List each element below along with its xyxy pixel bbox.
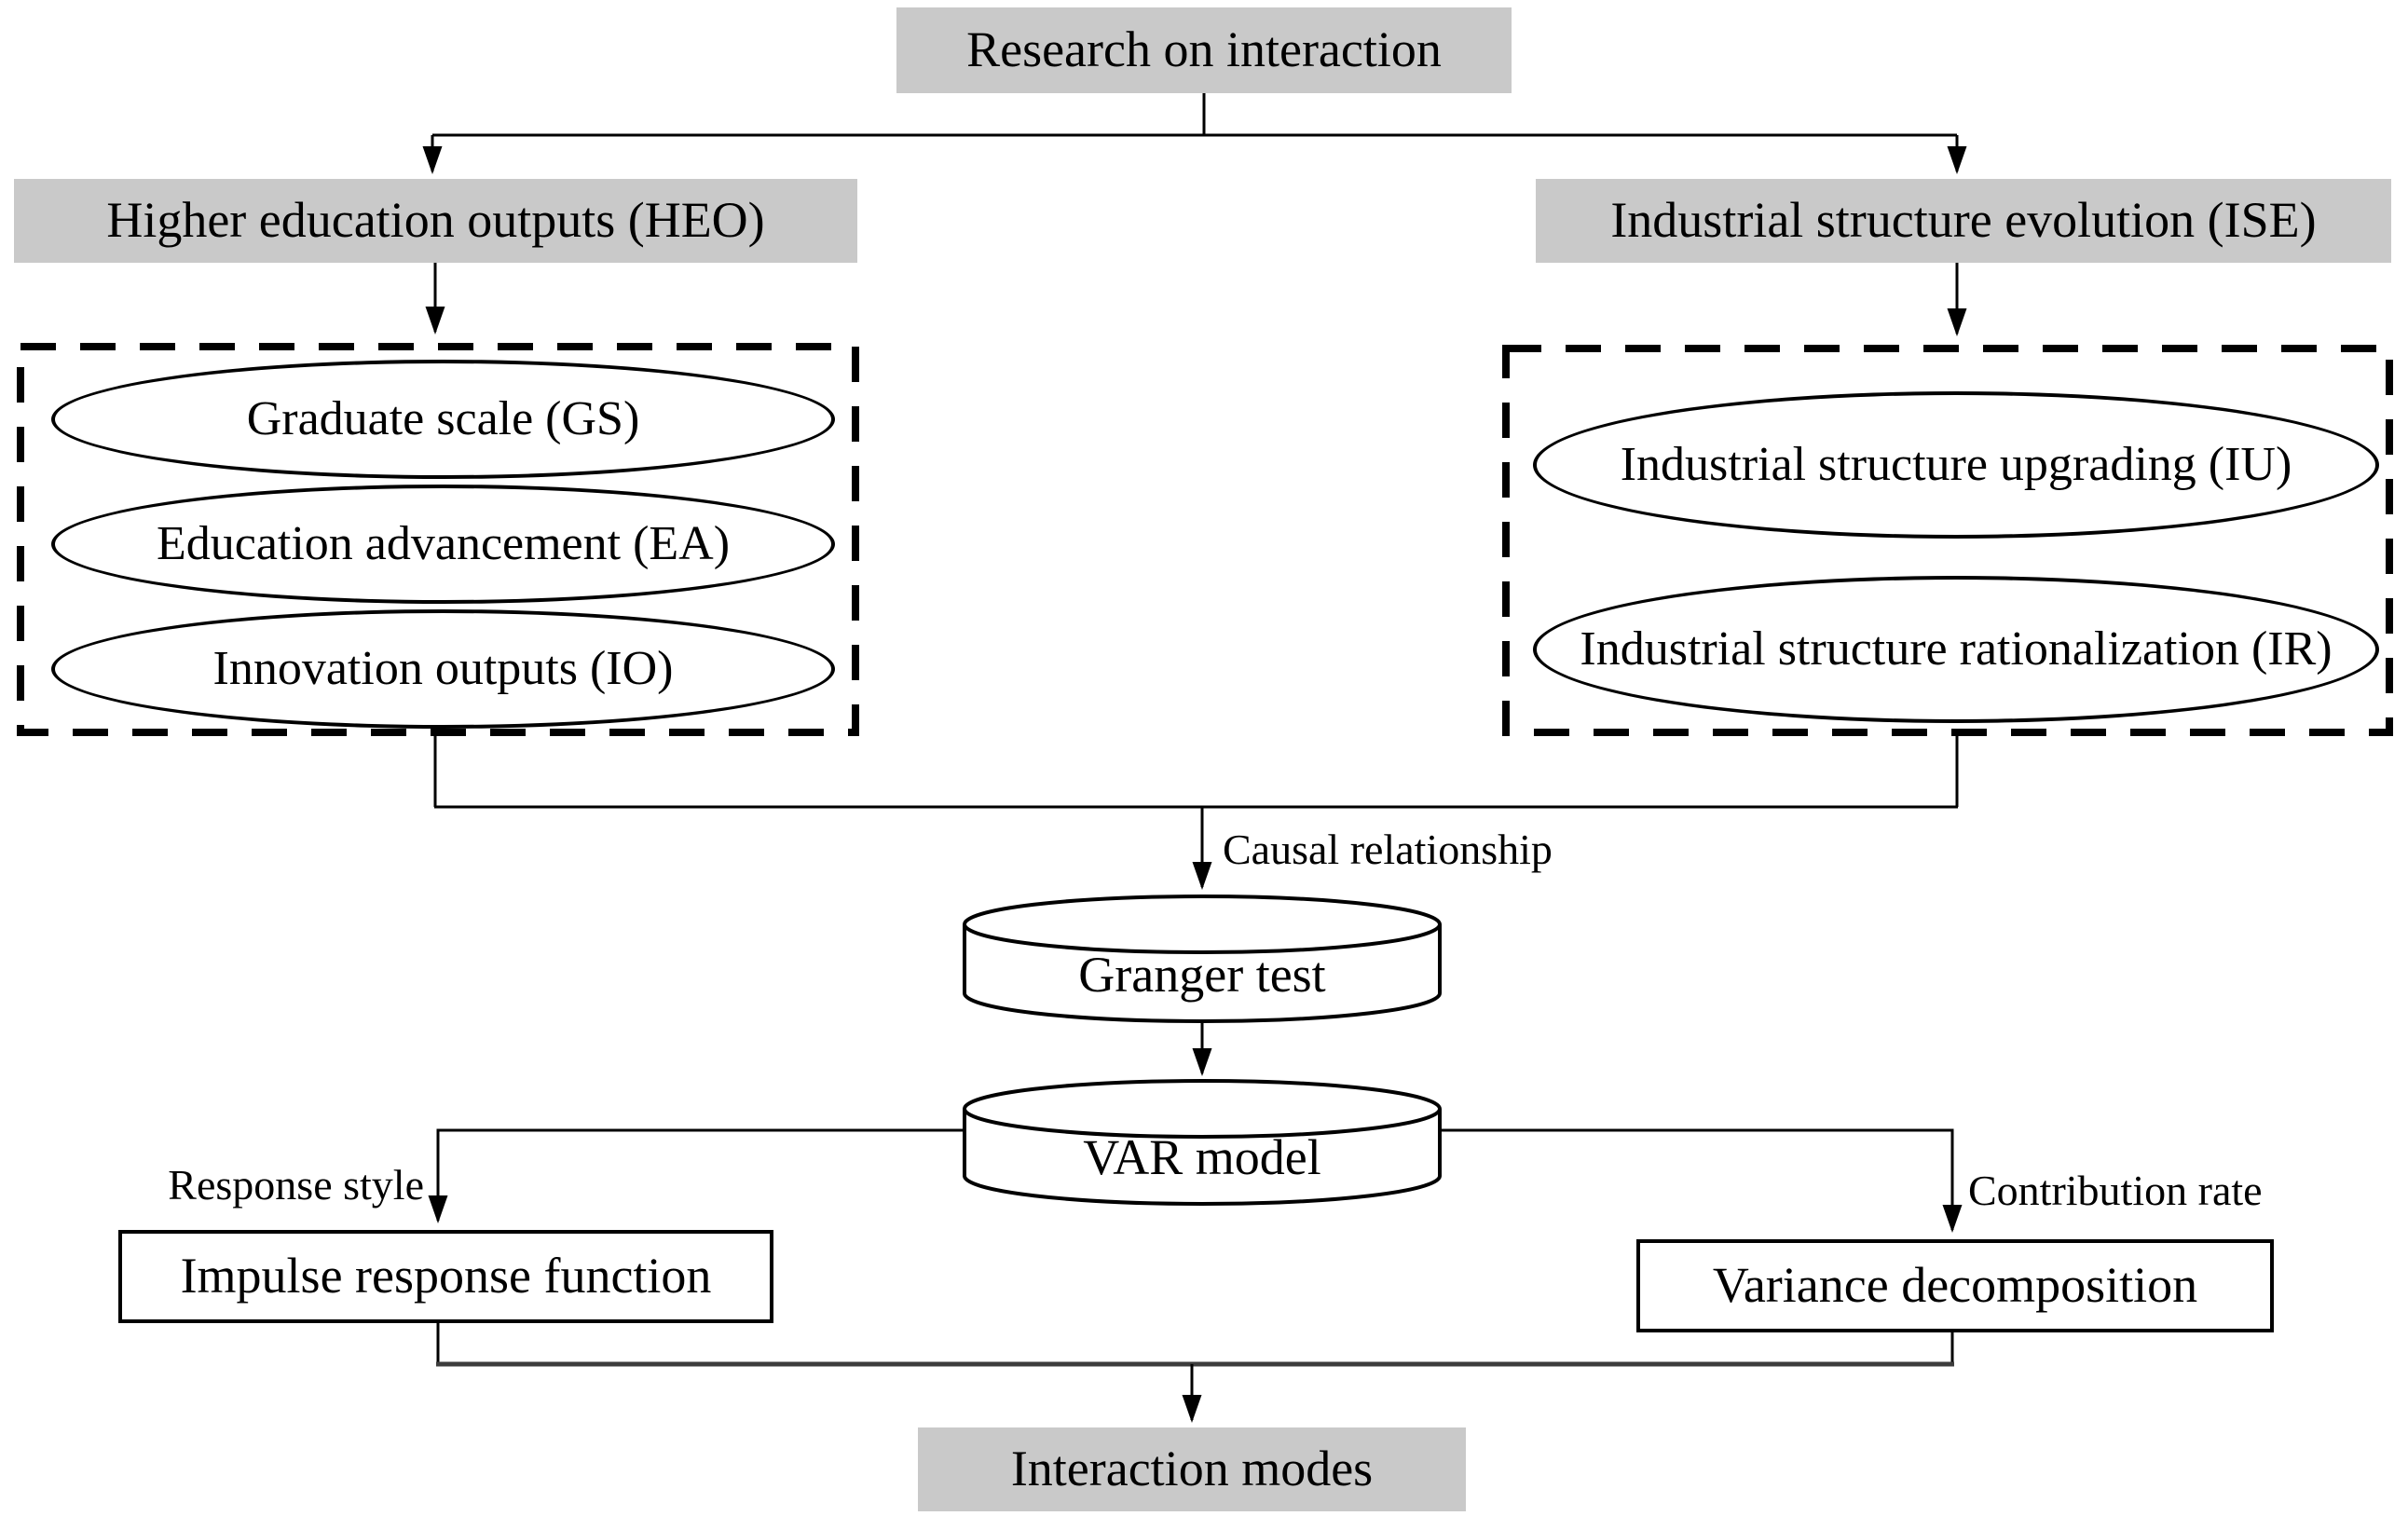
edge-label-response-style: Response style <box>168 1161 424 1209</box>
arrow-var-to-vd <box>1440 1128 1963 1233</box>
var-cylinder-top <box>963 1079 1442 1139</box>
edge-label-contribution-rate: Contribution rate <box>1968 1167 2263 1214</box>
node-higher-education-outputs: Higher education outputs (HEO) <box>14 179 857 263</box>
arrow-var-to-irf <box>428 1128 965 1223</box>
node-innovation-outputs: Innovation outputs (IO) <box>51 609 835 729</box>
node-interaction-modes: Interaction modes <box>918 1427 1466 1511</box>
node-industrial-structure-upgrading: Industrial structure upgrading (IU) <box>1533 391 2379 539</box>
node-granger-test: Granger test <box>1078 947 1326 1004</box>
node-variance-decomposition: Variance decomposition <box>1636 1239 2274 1332</box>
heo-indicators-dashed-border <box>17 343 859 736</box>
granger-cylinder-top <box>963 895 1442 954</box>
edge-label-causal-relationship: Causal relationship <box>1223 826 1553 873</box>
ise-indicators-dashed-border <box>1502 345 2393 736</box>
node-industrial-structure-evolution: Industrial structure evolution (ISE) <box>1536 179 2391 263</box>
node-industrial-structure-rationalization: Industrial structure rationalization (IR… <box>1533 576 2379 723</box>
node-impulse-response-function: Impulse response function <box>118 1230 773 1323</box>
node-graduate-scale: Graduate scale (GS) <box>51 360 835 479</box>
node-var-model: VAR model <box>1083 1129 1321 1186</box>
node-research-on-interaction: Research on interaction <box>896 7 1512 93</box>
node-education-advancement: Education advancement (EA) <box>51 485 835 604</box>
